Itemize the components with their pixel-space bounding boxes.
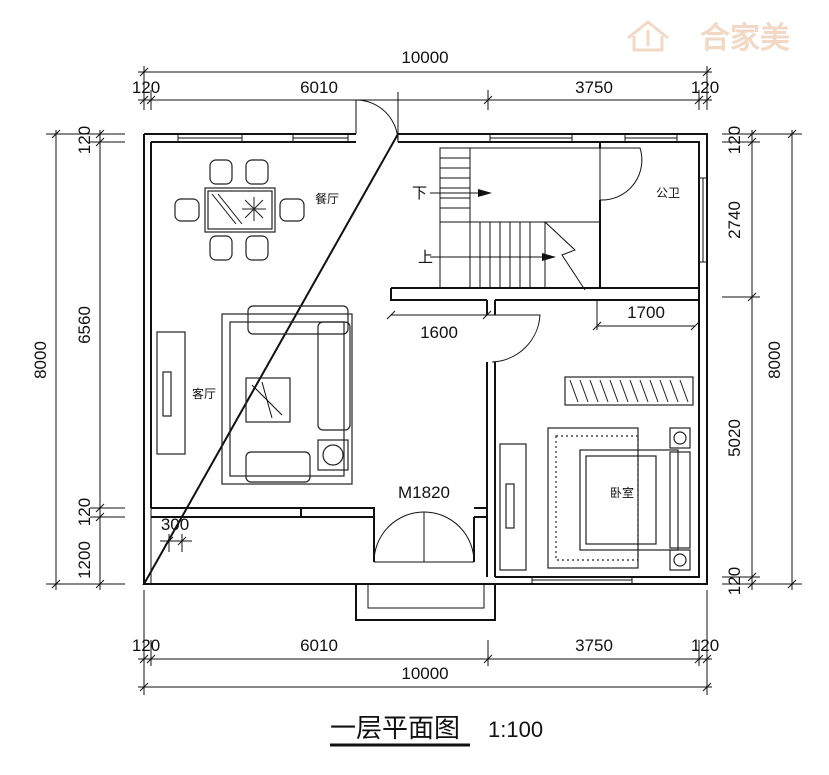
room-label-bathroom: 公卫 bbox=[656, 186, 680, 200]
room-label-dining: 餐厅 bbox=[315, 191, 339, 206]
doors: M1820 bbox=[355, 92, 643, 563]
dim-top-right: 3750 bbox=[575, 78, 613, 97]
bottom-dimensions: 120 6010 3750 120 10000 bbox=[132, 590, 719, 695]
logo-house-icon bbox=[627, 20, 669, 52]
dim-inner-1700: 1700 bbox=[627, 303, 665, 322]
dim-right-total: 8000 bbox=[765, 341, 784, 379]
dim-left-main: 6560 bbox=[75, 306, 94, 344]
left-dimensions: 8000 120 6560 1200 120 bbox=[31, 126, 125, 590]
title-scale: 1:100 bbox=[488, 717, 543, 742]
right-dimensions: 120 2740 8000 5020 120 bbox=[722, 126, 802, 595]
dining-set bbox=[174, 159, 305, 261]
stairs: 下 上 1600 1700 bbox=[386, 147, 700, 342]
top-windows bbox=[177, 133, 678, 143]
stair-down-label: 下 bbox=[412, 184, 427, 202]
stair-treads bbox=[440, 157, 531, 288]
logo-text: 合家美 bbox=[700, 21, 790, 56]
drawing-title: 一层平面图 1:100 bbox=[330, 714, 543, 747]
dim-bottom-right-margin: 120 bbox=[691, 636, 719, 655]
living-set bbox=[156, 305, 353, 485]
dim-left-b1: 1200 bbox=[75, 541, 94, 579]
door-label-m1820: M1820 bbox=[398, 483, 450, 502]
stair-up-label: 上 bbox=[418, 248, 433, 266]
dim-top-left-margin: 120 bbox=[132, 78, 160, 97]
dim-bottom-total: 10000 bbox=[401, 664, 448, 683]
walls: 300 bbox=[142, 133, 708, 621]
logo: 合家美 bbox=[627, 20, 790, 56]
title-text: 一层平面图 bbox=[330, 714, 460, 744]
wardrobe-hangers bbox=[569, 379, 689, 403]
dim-right-top-margin: 120 bbox=[725, 126, 744, 154]
top-dimensions: 10000 120 6010 3750 120 bbox=[132, 48, 719, 110]
dim-bottom-right: 3750 bbox=[575, 636, 613, 655]
dim-top-right-margin: 120 bbox=[691, 78, 719, 97]
dim-top-left: 6010 bbox=[300, 78, 338, 97]
bedroom-set bbox=[499, 376, 694, 571]
dim-inner-300: 300 bbox=[161, 515, 189, 534]
dim-inner-1600: 1600 bbox=[420, 323, 458, 342]
room-label-bedroom: 卧室 bbox=[610, 485, 634, 500]
dim-right-lower: 5020 bbox=[725, 419, 744, 457]
dim-bottom-left-margin: 120 bbox=[132, 636, 160, 655]
dim-left-top-margin: 120 bbox=[75, 126, 94, 154]
dim-right-upper: 2740 bbox=[725, 201, 744, 239]
dim-right-bottom-margin: 120 bbox=[725, 567, 744, 595]
room-label-living: 客厅 bbox=[192, 386, 216, 401]
plant-icon bbox=[242, 197, 266, 221]
dim-top-total: 10000 bbox=[401, 48, 448, 67]
dim-left-total: 8000 bbox=[31, 341, 50, 379]
dim-bottom-left: 6010 bbox=[300, 636, 338, 655]
dim-left-b2: 120 bbox=[75, 498, 94, 526]
